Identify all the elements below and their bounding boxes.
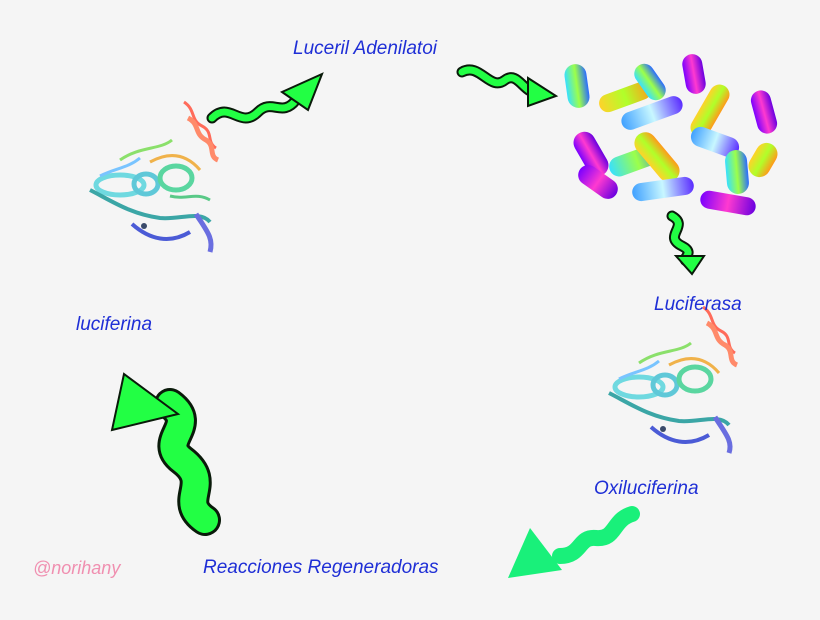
- arrow-to-regenerative: [508, 506, 640, 578]
- label-luciferin: luciferina: [76, 314, 153, 335]
- label-adenylate: Luceril Adenilatoi: [293, 38, 437, 59]
- bacteria-cluster-icon: [564, 54, 778, 216]
- label-regenerative: Reacciones Regeneradoras: [203, 557, 439, 578]
- author-credit: @norihany: [33, 558, 121, 578]
- arrow-to-bacteria: [456, 64, 559, 108]
- arrow-to-adenylate: [206, 72, 324, 124]
- label-oxyluciferin: Oxiluciferina: [594, 478, 699, 499]
- label-luciferase: Luciferasa: [654, 294, 742, 315]
- protein-ribbon-icon: [89, 100, 220, 253]
- arrow-to-luciferase: [666, 210, 706, 276]
- arrow-to-luciferin: [110, 372, 221, 536]
- protein-ribbon-icon: [608, 305, 739, 454]
